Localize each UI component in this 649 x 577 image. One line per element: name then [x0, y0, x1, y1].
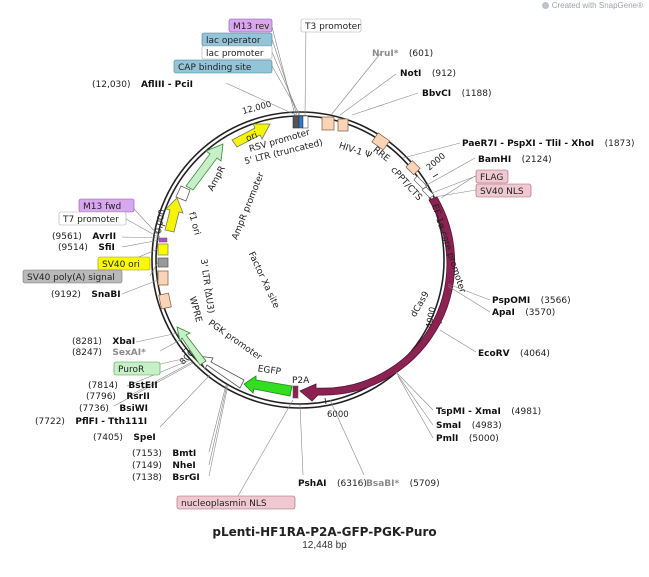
sv40-ori-box[interactable]: SV40 ori: [97, 256, 151, 271]
factor-xa-label: Factor Xa site: [246, 250, 281, 310]
rsv-promoter-feature[interactable]: [292, 115, 300, 129]
pmli-site[interactable]: PmlI (5000): [436, 428, 499, 445]
tick-label-6000: 6000: [327, 410, 349, 420]
t7-promoter-label: T7 promoter: [62, 215, 119, 225]
sv40-nls-box[interactable]: SV40 NLS: [475, 183, 532, 198]
apai-site[interactable]: ApaI (3570): [492, 302, 555, 319]
f1-ori-label: f1 ori: [186, 211, 202, 236]
sv40-polya-feature[interactable]: [157, 257, 169, 268]
bsiwi-site[interactable]: (7736) BsiWI: [79, 398, 148, 415]
m13-fwd-feature[interactable]: [158, 237, 168, 243]
nhei-site[interactable]: (7149) NheI: [132, 455, 196, 472]
cap-binding-label: CAP binding site: [178, 63, 252, 73]
p2a-feature[interactable]: [292, 385, 299, 399]
ampr-feature[interactable]: [185, 143, 224, 191]
m13-fwd-label: M13 fwd: [83, 202, 121, 212]
snapgene-logo-icon: [541, 2, 549, 9]
sexai-site[interactable]: (8247) SexAI*: [72, 342, 146, 359]
ecorv-site[interactable]: EcoRV (4064): [478, 343, 550, 360]
hiv-psi-feature[interactable]: [337, 118, 349, 132]
flag-box[interactable]: FLAG: [475, 169, 509, 184]
f1-ori-feature[interactable]: [164, 197, 184, 233]
paer7i-site[interactable]: PaeR7I - PspXI - TliI - XhoI (1873): [462, 133, 635, 150]
lac-operator-box[interactable]: lac operator: [201, 32, 273, 47]
sfii-site[interactable]: (9514) SfiI: [58, 237, 115, 254]
xbai-site[interactable]: (8281) XbaI: [72, 331, 135, 348]
t3-promoter-label: T3 promoter: [304, 22, 361, 32]
rre-label: RRE: [371, 145, 392, 164]
lac-promoter-feature[interactable]: [298, 115, 304, 129]
tspmi-site[interactable]: TspMI - XmaI (4981): [436, 401, 541, 418]
ampr-promoter-label: AmpR promoter: [231, 171, 267, 241]
sv40-nls-label: SV40 NLS: [480, 187, 524, 197]
cppt-feature[interactable]: [405, 160, 421, 176]
lac-operator-label: lac operator: [206, 36, 261, 46]
ampr-label: AmpR: [206, 165, 227, 193]
t3-promoter-feature[interactable]: [302, 115, 309, 129]
sv40-ori-feature[interactable]: [157, 243, 169, 256]
bsrgi-site[interactable]: (7138) BsrGI: [132, 467, 200, 484]
leader-lines: [113, 24, 491, 497]
ampr-promoter-feature[interactable]: [175, 185, 191, 202]
rre-feature[interactable]: [371, 132, 391, 151]
pgk-label: PGK promoter: [206, 318, 264, 362]
snabi-site[interactable]: (9192) SnaBI: [51, 284, 121, 301]
bsteii-site[interactable]: (7814) BstEII: [88, 375, 158, 392]
tick-label-0: 0,000: [154, 209, 168, 235]
afliii-site[interactable]: (12,030) AflIII - PciI: [92, 74, 193, 91]
nrui-site[interactable]: NruI* (601): [372, 43, 433, 60]
nucleoplasmin-label: nucleoplasmin NLS: [181, 499, 267, 509]
ltr5-feature[interactable]: [321, 116, 335, 131]
wpre-label: WPRE: [187, 296, 204, 324]
egfp-feature[interactable]: [243, 375, 293, 397]
lac-promoter-box[interactable]: lac promoter: [201, 45, 273, 60]
ltr3-feature[interactable]: [157, 270, 169, 286]
wpre-feature[interactable]: [158, 292, 172, 310]
ef1a-promoter-feature-2[interactable]: [421, 186, 435, 199]
ltr3-label: 3' LTR (ΔU3): [198, 258, 216, 314]
noti-site[interactable]: NotI (912): [400, 63, 456, 80]
factor-xa-tick: [208, 287, 214, 293]
plasmid-name: pLenti-HF1RA-P2A-GFP-PGK-Puro: [212, 525, 437, 539]
m13-rev-label: M13 rev: [233, 22, 270, 32]
tick-label-2000: 2000: [425, 151, 448, 173]
pspomi-site[interactable]: PspOMI (3566): [492, 290, 571, 307]
rsrii-site[interactable]: (7796) RsrII: [86, 386, 150, 403]
lac-promoter-label: lac promoter: [206, 49, 264, 59]
puror-label: PuroR: [118, 365, 144, 375]
bamhi-site[interactable]: BamHI (2124): [478, 149, 552, 166]
flag-label: FLAG: [480, 173, 503, 183]
smai-site[interactable]: SmaI (4983): [436, 415, 502, 432]
sv40-polya-box[interactable]: SV40 poly(A) signal: [22, 269, 123, 284]
plasmid-title-block: pLenti-HF1RA-P2A-GFP-PGK-Puro 12,448 bp: [0, 525, 649, 551]
bsabi-site[interactable]: BsaBI* (5709): [366, 473, 440, 490]
sv40-polya-label: SV40 poly(A) signal: [27, 273, 115, 283]
bmti-site[interactable]: (7153) BmtI: [132, 443, 196, 460]
t7-promoter-box[interactable]: T7 promoter: [58, 211, 127, 226]
pshai-site[interactable]: PshAI (6316): [298, 473, 367, 490]
ori-feature[interactable]: [231, 123, 271, 148]
p2a-label: P2A: [292, 376, 310, 386]
puror-box[interactable]: PuroR: [113, 361, 161, 376]
nucleoplasmin-box[interactable]: nucleoplasmin NLS: [176, 495, 296, 510]
ori-label: ori: [245, 131, 260, 145]
snapgene-watermark: Created with SnapGene®: [541, 1, 643, 10]
egfp-label: EGFP: [257, 364, 282, 377]
spei-site[interactable]: (7405) SpeI: [93, 427, 156, 444]
plasmid-size: 12,448 bp: [302, 540, 347, 551]
sv40-ori-label: SV40 ori: [102, 260, 140, 270]
hiv-psi-label: HIV-1 Ψ: [337, 141, 372, 161]
puror-feature[interactable]: [176, 326, 207, 366]
cap-binding-box[interactable]: CAP binding site: [173, 59, 273, 74]
m13-rev-box[interactable]: M13 rev: [228, 18, 273, 33]
m13-fwd-box[interactable]: M13 fwd: [78, 198, 135, 213]
pflfi-site[interactable]: (7722) PflFI - Tth111I: [35, 411, 147, 428]
dcas9-feature[interactable]: [299, 196, 456, 402]
watermark-text: Created with SnapGene®: [551, 1, 643, 10]
bbvci-site[interactable]: BbvCI (1188): [422, 83, 492, 100]
avrii-site[interactable]: (9561) AvrII: [52, 226, 116, 243]
t3-promoter-box[interactable]: T3 promoter: [300, 18, 362, 33]
